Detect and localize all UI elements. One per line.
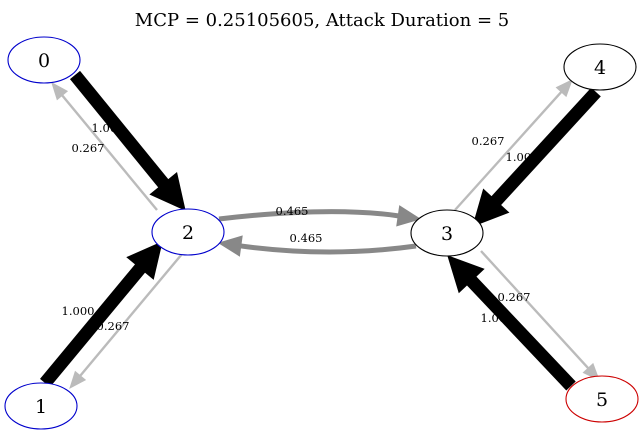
edge-5-to-3-arrowhead [447,255,485,294]
node-0-ellipse [7,36,81,84]
edge-weight-label-3-to-5: 0.267 [498,290,531,304]
edge-3-to-5 [480,250,590,370]
node-4-label: 4 [594,57,606,79]
edge-4-to-3-arrowhead [472,188,510,227]
node-1-label: 1 [35,396,47,418]
edge-3-to-4 [454,91,563,211]
node-5-ellipse [565,375,639,423]
node-3-label: 3 [441,223,453,245]
edge-0-to-2 [69,70,169,188]
edge-3-to-2-arrowhead [217,235,243,257]
node-0-label: 0 [38,50,50,72]
node-4: 4 [563,43,637,91]
edge-weight-label-2-to-0: 0.267 [72,141,105,155]
node-0: 0 [7,36,81,84]
nodes-layer: 0 1 2 3 4 5 [4,36,639,430]
node-2: 2 [151,208,225,256]
edge-2-to-3-arrowhead [396,205,422,227]
edge-weight-label-0-to-2: 1.000 [92,121,125,135]
edges-layer: 1.0000.2671.0000.2670.4650.4651.0000.267… [39,70,601,391]
edge-2-to-3 [218,209,399,222]
edge-5-to-3 [466,276,576,391]
edge-3-to-4-arrowhead [555,79,573,98]
edge-2-to-1 [79,253,183,377]
node-5: 5 [565,375,639,423]
node-3-ellipse [410,209,484,257]
edge-weight-label-2-to-1: 0.267 [97,319,130,333]
node-2-label: 2 [182,222,194,244]
node-5-label: 5 [596,389,608,411]
edge-4-to-3 [491,87,601,206]
node-4-ellipse [563,43,637,91]
edge-weight-label-1-to-2: 1.000 [62,304,95,318]
edge-3-to-2 [240,243,417,255]
edge-weight-label-3-to-2: 0.465 [290,231,323,245]
edge-0-to-2-arrowhead [149,172,186,211]
edge-weight-label-4-to-3: 1.000 [506,150,539,164]
edge-1-to-2 [39,264,146,388]
edge-1-to-2-arrowhead [126,241,163,280]
graph-title: MCP = 0.25105605, Attack Duration = 5 [135,10,509,31]
edge-2-to-0 [61,94,158,211]
edge-2-to-1-arrowhead [69,370,87,390]
node-2-ellipse [151,208,225,256]
edge-2-to-0-arrowhead [51,81,69,101]
node-1-ellipse [4,382,78,430]
node-1: 1 [4,382,78,430]
edge-weight-label-3-to-4: 0.267 [472,134,505,148]
edge-weight-label-2-to-3: 0.465 [276,204,309,218]
node-3: 3 [410,209,484,257]
edge-weight-label-5-to-3: 1.000 [481,311,514,325]
